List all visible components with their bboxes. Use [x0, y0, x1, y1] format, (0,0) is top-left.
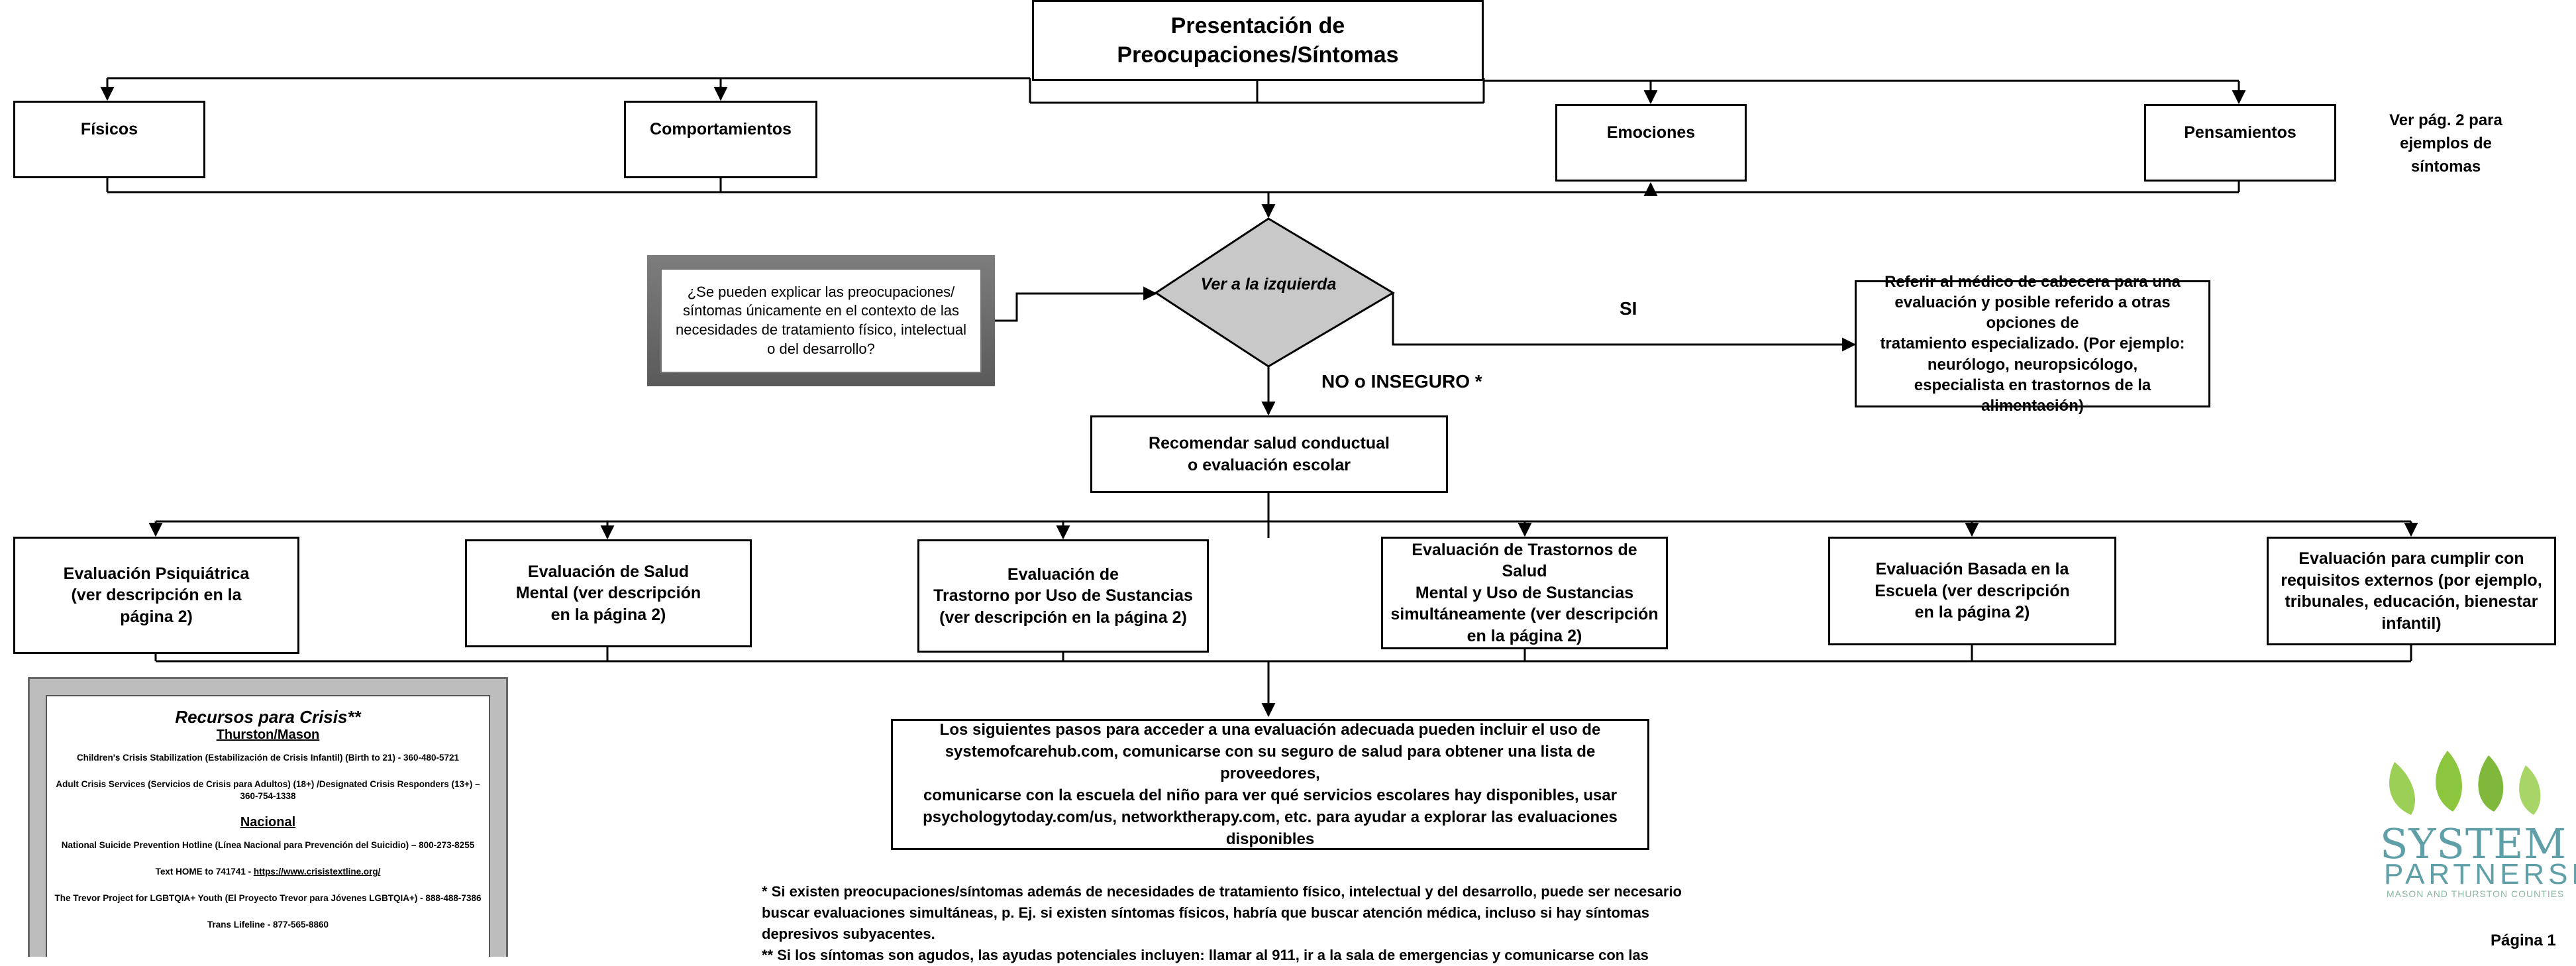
category-pensamientos: Pensamientos	[2144, 104, 2336, 182]
eval-externos: Evaluación para cumplir con requisitos e…	[2267, 537, 2556, 645]
question-box: ¿Se pueden explicar las preocupaciones/ …	[647, 255, 995, 386]
crisis-item: Children's Crisis Stabilization (Estabil…	[76, 753, 460, 763]
logo-line1: SYSTEM OF CARE	[2380, 820, 2576, 868]
recommend-box: Recomendar salud conductual o evaluación…	[1090, 415, 1448, 493]
crisis-item: Adult Crisis Services (Servicios de Cris…	[56, 779, 480, 802]
page-number: Página 1	[2491, 932, 2556, 949]
category-comportamientos: Comportamientos	[624, 101, 817, 178]
crisis-text-link[interactable]: https://www.crisistextline.org/	[253, 866, 381, 877]
logo-line3: MASON AND THURSTON COUNTIES	[2387, 888, 2565, 898]
category-emociones: Emociones	[1555, 104, 1747, 182]
crisis-item: The Trevor Project for LGBTQIA+ Youth (E…	[54, 893, 482, 904]
system-of-care-logo: SYSTEM OF CARE PARTNERSHIP MASON AND THU…	[2375, 745, 2576, 898]
refer-box: Referir al médico de cabecera para una e…	[1855, 273, 2210, 415]
crisis-item: National Suicide Prevention Hotline (Lín…	[61, 839, 475, 850]
title-box: Presentación de Preocupaciones/Síntomas	[1032, 0, 1484, 81]
crisis-item: Trans Lifeline - 877-565-8860	[207, 920, 329, 930]
crisis-national-header: Nacional	[240, 814, 296, 830]
eval-sustancias: Evaluación de Trastorno por Uso de Susta…	[917, 539, 1209, 653]
leaf-icon	[2389, 751, 2541, 815]
no-label: NO o INSEGURO *	[1321, 371, 1482, 392]
eval-salud-mental: Evaluación de Salud Mental (ver descripc…	[465, 539, 752, 647]
yes-label: SI	[1620, 298, 1637, 319]
crisis-title: Recursos para Crisis**	[175, 707, 361, 727]
next-steps-box: Los siguientes pasos para acceder a una …	[891, 719, 1649, 850]
eval-simultaneo: Evaluación de Trastornos de Salud Mental…	[1381, 537, 1668, 649]
question-text: ¿Se pueden explicar las preocupaciones/ …	[675, 283, 967, 357]
decision-diamond	[1154, 217, 1395, 368]
diamond-label: Ver a la izquierda	[1200, 275, 1337, 294]
crisis-resources-panel: Recursos para Crisis** Thurston/Mason Ch…	[28, 677, 508, 957]
eval-psiquiatrica: Evaluación Psiquiátrica (ver descripción…	[13, 537, 299, 654]
category-fisicos: Físicos	[13, 101, 205, 178]
eval-escuela: Evaluación Basada en la Escuela (ver des…	[1828, 537, 2116, 645]
footnote: * Si existen preocupaciones/síntomas ade…	[762, 883, 1682, 963]
page-title: Presentación de Preocupaciones/Síntomas	[1117, 13, 1399, 68]
crisis-local-header: Thurston/Mason	[216, 727, 320, 742]
side-note: Ver pág. 2 para ejemplos de síntomas	[2389, 111, 2502, 176]
logo-line2: PARTNERSHIP	[2384, 858, 2576, 890]
crisis-text-item: Text HOME to 741741 - https://www.crisis…	[155, 866, 381, 877]
